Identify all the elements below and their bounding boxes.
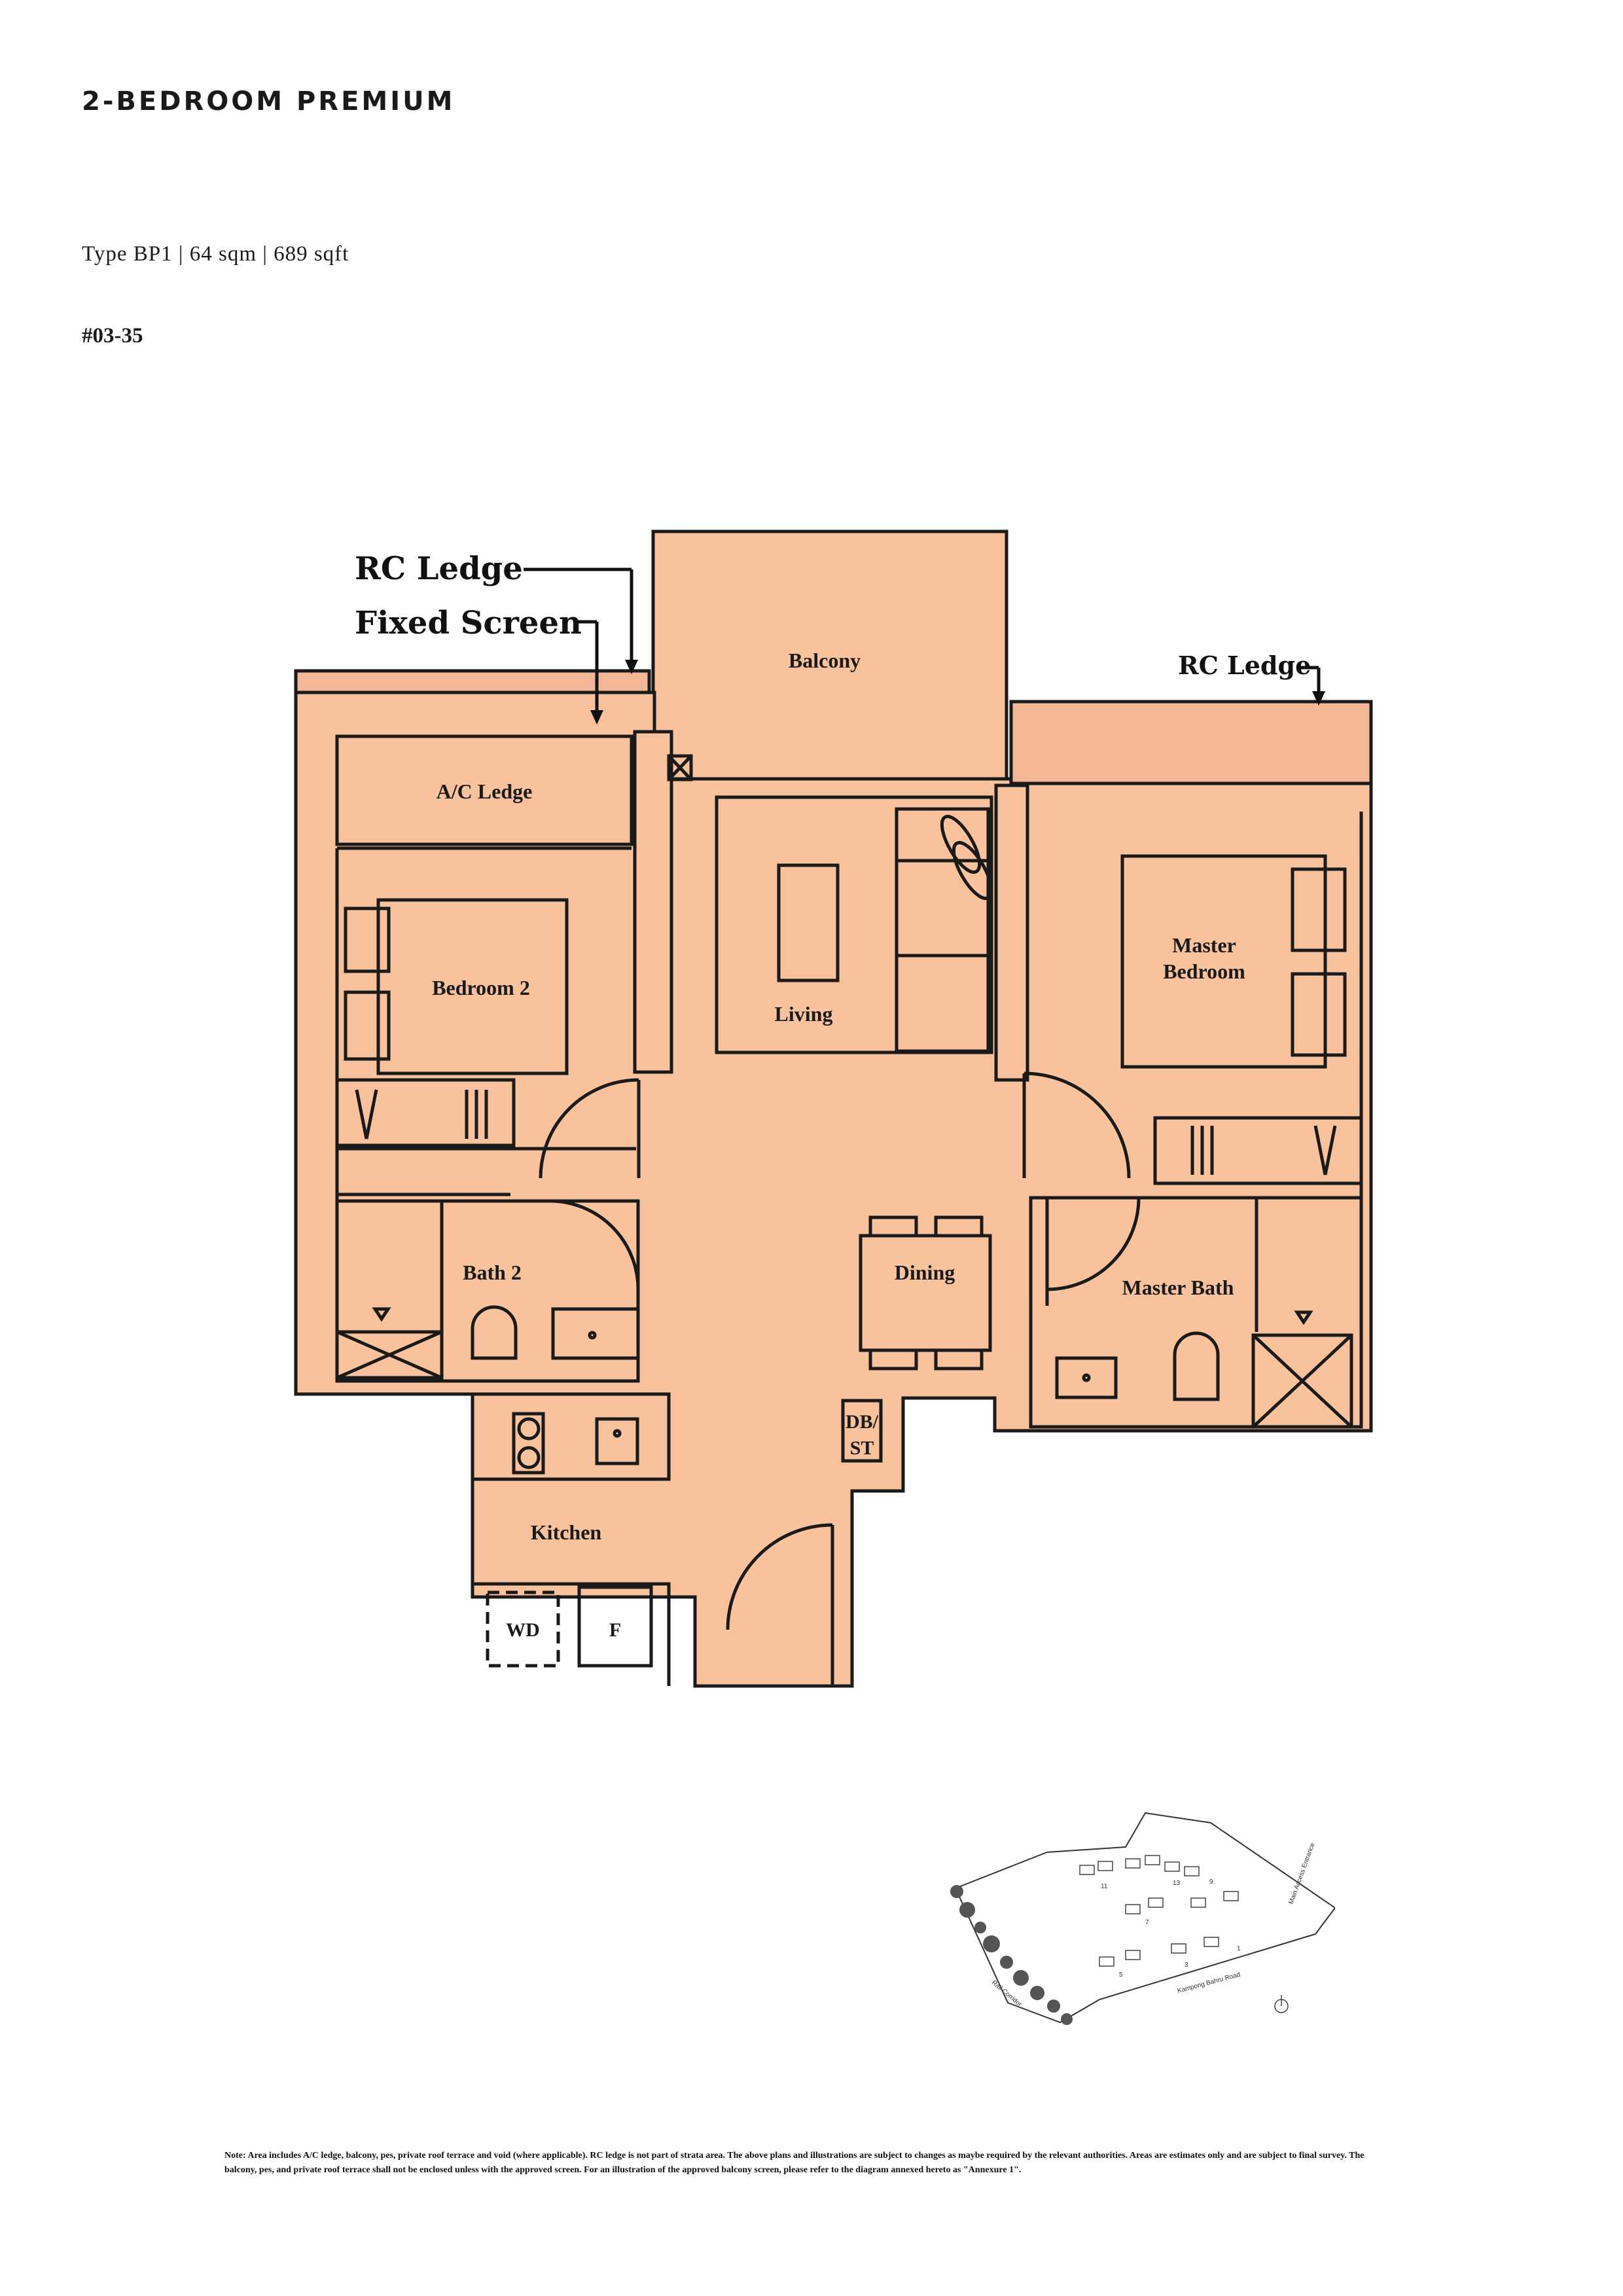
unit-number: #03-35 — [82, 324, 143, 348]
callout-rc-ledge-left: RC Ledge — [355, 550, 523, 587]
site-block-7: 7 — [1145, 1919, 1149, 1926]
bed-2 — [376, 898, 569, 1075]
label-fridge: F — [609, 1619, 621, 1641]
label-db: DB/ — [846, 1411, 879, 1433]
label-ac-ledge: A/C Ledge — [437, 780, 533, 803]
label-wd: WD — [506, 1619, 540, 1641]
label-kitchen: Kitchen — [531, 1520, 602, 1544]
disclaimer-note: Note: Area includes A/C ledge, balcony, … — [224, 2151, 1364, 2175]
unit-type: Type BP1 | 64 sqm | 689 sqft — [82, 242, 349, 266]
site-block-13: 13 — [1173, 1880, 1181, 1887]
site-plan: 11 13 9 7 5 3 1 Rail Corridor Kampong Ba… — [950, 1812, 1335, 2025]
callout-rc-ledge-right: RC Ledge — [1178, 651, 1311, 680]
label-balcony: Balcony — [789, 649, 861, 672]
rc-ledge-right — [1009, 700, 1373, 785]
master-bed — [1120, 854, 1327, 1069]
page-title: 2-BEDROOM PREMIUM — [82, 86, 455, 117]
site-outline — [954, 1812, 1335, 2024]
kitchen-counter — [471, 1392, 671, 1481]
db-st — [841, 1399, 883, 1463]
label-bath-2: Bath 2 — [463, 1261, 522, 1284]
sofa — [895, 807, 990, 1053]
label-bedroom-2: Bedroom 2 — [432, 976, 530, 999]
site-block-11: 11 — [1101, 1883, 1108, 1890]
callout-fixed-screen: Fixed Screen — [355, 605, 582, 641]
site-block-9: 9 — [1209, 1878, 1213, 1886]
living-area — [715, 795, 993, 1054]
label-dining: Dining — [895, 1261, 955, 1284]
bath-2 — [335, 1199, 640, 1383]
site-block-3: 3 — [1185, 1962, 1188, 1969]
ac-ledge — [335, 734, 633, 846]
label-master-bedroom-line2: Bedroom — [1163, 960, 1245, 983]
master-bath — [1029, 1196, 1363, 1429]
label-st: ST — [850, 1437, 874, 1459]
site-block-1: 1 — [1237, 1945, 1241, 1952]
label-living: Living — [775, 1002, 833, 1026]
dining-table — [859, 1234, 992, 1352]
label-master-bath: Master Bath — [1122, 1276, 1234, 1299]
site-block-5: 5 — [1119, 1971, 1123, 1979]
site-road-kampong-bahru: Kampong Bahru Road — [1177, 1971, 1241, 1995]
label-master-bedroom-line1: Master — [1172, 933, 1236, 957]
rail-corridor-trees — [950, 1885, 1073, 2025]
